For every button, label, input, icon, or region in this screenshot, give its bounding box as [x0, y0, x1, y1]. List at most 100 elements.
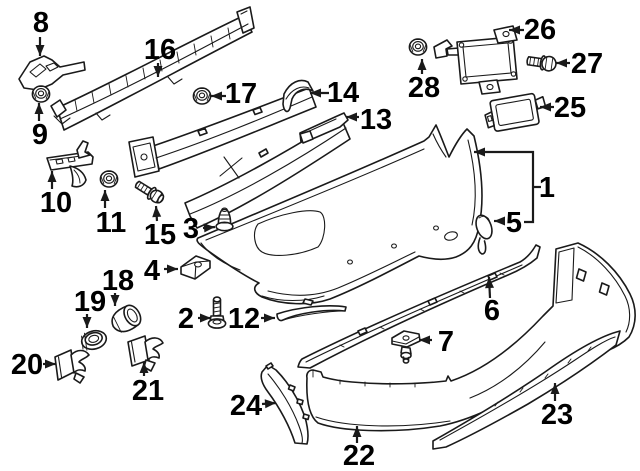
callout-1-leader — [474, 150, 535, 224]
callout-2[interactable]: 2 — [178, 303, 211, 335]
part-16-upper-reinforcement-art — [50, 6, 255, 131]
part-27-bolt-art — [526, 55, 557, 72]
callout-5-arrowhead — [494, 216, 505, 226]
callout-19[interactable]: 19 — [74, 286, 106, 328]
part-1-bumper-cover-art — [196, 124, 483, 306]
callout-1-arrowhead — [474, 147, 485, 157]
callout-1[interactable]: 1 — [474, 147, 555, 224]
part-26-mount-bracket-art — [433, 25, 518, 95]
part-20-sensor-bracket-art — [54, 349, 90, 384]
part-12-trim-strip-art — [276, 305, 347, 322]
callout-27[interactable]: 27 — [556, 48, 603, 80]
callout-8-number: 8 — [33, 7, 49, 39]
callout-2-arrowhead — [200, 313, 211, 323]
callout-12[interactable]: 12 — [228, 303, 275, 335]
callout-18[interactable]: 18 — [102, 265, 134, 306]
part-13-bracket-art — [299, 112, 349, 144]
callout-22-arrowhead — [352, 426, 362, 437]
callout-21-arrowhead — [139, 362, 149, 373]
callout-15-arrowhead — [152, 206, 162, 218]
callout-7-arrowhead — [419, 335, 430, 345]
callout-17[interactable]: 17 — [211, 78, 257, 110]
callout-15[interactable]: 15 — [144, 205, 176, 251]
part-5-tow-hook-cover-art — [475, 214, 493, 255]
part-6-lower-trim-strip-art — [297, 244, 541, 369]
callout-10[interactable]: 10 — [40, 171, 72, 219]
callout-15-number: 15 — [144, 219, 176, 251]
callout-23-arrowhead — [550, 383, 560, 394]
callout-10-number: 10 — [40, 187, 72, 219]
callout-4-arrowhead — [167, 264, 178, 274]
part-4-clip-art — [180, 255, 211, 280]
part-8-bracket-art — [18, 55, 86, 91]
callout-14[interactable]: 14 — [310, 77, 359, 109]
callout-3[interactable]: 3 — [183, 213, 216, 245]
callout-11-arrowhead — [100, 190, 110, 201]
callout-12-number: 12 — [228, 303, 260, 335]
callout-21[interactable]: 21 — [132, 362, 164, 407]
callout-20[interactable]: 20 — [11, 349, 56, 381]
callout-6-arrowhead — [485, 277, 495, 289]
callout-17-number: 17 — [225, 78, 257, 110]
callout-23-number: 23 — [541, 399, 573, 431]
callout-16[interactable]: 16 — [144, 34, 176, 77]
callout-28-arrowhead — [417, 59, 427, 70]
callout-16-arrowhead — [153, 66, 163, 77]
part-11-nut-art — [99, 170, 119, 188]
part-9-nut-art — [31, 85, 51, 103]
part-2-bolt-art — [207, 296, 227, 329]
callout-23[interactable]: 23 — [541, 383, 573, 431]
callout-11-number: 11 — [96, 207, 127, 239]
callout-3-arrowhead — [203, 223, 215, 233]
callout-16-number: 16 — [144, 34, 176, 66]
callout-3-number: 3 — [183, 213, 199, 245]
callout-18-arrowhead — [110, 295, 120, 306]
callout-11[interactable]: 11 — [96, 190, 127, 239]
callout-6[interactable]: 6 — [484, 276, 500, 327]
callout-22[interactable]: 22 — [343, 426, 375, 471]
part-28-nut-art — [408, 38, 428, 56]
callout-2-number: 2 — [178, 303, 194, 335]
callout-26[interactable]: 26 — [509, 14, 556, 46]
part-14-impact-bar-art — [128, 79, 317, 178]
callout-25-arrowhead — [540, 102, 551, 112]
callout-10-arrowhead — [47, 171, 57, 182]
part-7-clip-art — [391, 330, 421, 364]
callout-14-number: 14 — [327, 77, 359, 109]
callout-9-number: 9 — [32, 119, 48, 151]
callout-26-arrowhead — [509, 25, 520, 35]
callout-13-arrowhead — [346, 112, 357, 122]
callout-21-number: 21 — [132, 375, 164, 407]
callout-8[interactable]: 8 — [33, 7, 49, 56]
callout-20-arrowhead — [45, 359, 56, 369]
callout-20-number: 20 — [11, 349, 43, 381]
callout-28[interactable]: 28 — [408, 59, 440, 104]
callout-13[interactable]: 13 — [346, 104, 392, 136]
callout-7-number: 7 — [438, 326, 454, 358]
callout-25-number: 25 — [554, 92, 586, 124]
callout-7[interactable]: 7 — [419, 326, 454, 358]
callout-17-arrowhead — [211, 91, 222, 101]
callout-9[interactable]: 9 — [32, 103, 48, 151]
part-19-retainer-ring-art — [80, 329, 108, 351]
part-25-sensor-module-art — [484, 92, 547, 132]
callout-24-arrowhead — [264, 399, 276, 409]
part-18-sensor-boot-art — [111, 304, 142, 333]
part-3-cone-nut-art — [215, 207, 234, 232]
callout-9-arrowhead — [34, 103, 44, 114]
callout-25[interactable]: 25 — [540, 92, 586, 124]
callout-13-number: 13 — [360, 104, 392, 136]
callout-4[interactable]: 4 — [144, 255, 178, 287]
part-24-side-trim-art — [260, 362, 310, 445]
callout-24[interactable]: 24 — [230, 390, 277, 422]
callout-24-number: 24 — [230, 390, 262, 422]
callout-5-number: 5 — [506, 207, 522, 239]
callout-4-number: 4 — [144, 255, 160, 287]
part-22-lower-valance-art — [306, 242, 636, 432]
callout-14-arrowhead — [310, 88, 321, 98]
callout-19-number: 19 — [74, 286, 106, 318]
part-10-bracket-art — [46, 140, 94, 188]
callout-5[interactable]: 5 — [494, 207, 522, 239]
